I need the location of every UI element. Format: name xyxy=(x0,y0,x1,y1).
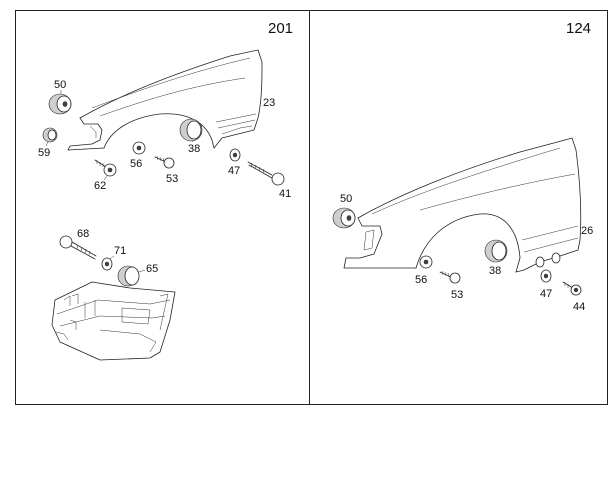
callouts-124: 50 26 38 56 53 47 44 xyxy=(340,193,593,313)
bolt-68 xyxy=(59,235,97,260)
rubber-buffer-50 xyxy=(332,207,356,229)
screw-44 xyxy=(562,281,582,296)
callout-label: 71 xyxy=(114,245,126,257)
callout-label: 50 xyxy=(54,79,66,91)
front-bumper-section xyxy=(51,281,176,361)
screw-62 xyxy=(94,159,117,177)
callout-label: 23 xyxy=(263,97,275,109)
washer-47 xyxy=(229,148,241,162)
callout-label: 62 xyxy=(94,180,106,192)
callout-label: 38 xyxy=(489,265,501,277)
buffer-65 xyxy=(117,265,140,287)
callout-label: 47 xyxy=(540,288,552,300)
callout-label: 68 xyxy=(77,228,89,240)
panel-model-label: 124 xyxy=(566,20,591,37)
callout-label: 59 xyxy=(38,147,50,159)
callout-label: 47 xyxy=(228,165,240,177)
grommet-59 xyxy=(42,127,58,143)
callout-label: 65 xyxy=(146,263,158,275)
diagram-frame xyxy=(15,10,608,405)
screw-53 xyxy=(439,270,461,284)
callout-label: 26 xyxy=(581,225,593,237)
callout-label: 56 xyxy=(415,274,427,286)
callout-label: 53 xyxy=(451,289,463,301)
callouts-201: 50 59 23 38 56 53 47 41 62 68 71 65 xyxy=(38,79,291,275)
bolt-41 xyxy=(247,161,285,186)
callout-label: 50 xyxy=(340,193,352,205)
front-fender-26 xyxy=(343,137,582,273)
buffer-38 xyxy=(484,239,508,263)
callout-label: 41 xyxy=(279,188,291,200)
front-fender-23 xyxy=(67,49,263,151)
callout-label: 38 xyxy=(188,143,200,155)
washer-56 xyxy=(132,141,146,155)
washer-71 xyxy=(101,257,113,271)
panel-201: 201 xyxy=(38,20,293,361)
panel-model-label: 201 xyxy=(268,20,293,37)
buffer-38 xyxy=(179,118,203,142)
washer-56 xyxy=(419,255,433,269)
screw-53 xyxy=(154,155,175,169)
washer-47 xyxy=(540,269,552,283)
callout-label: 44 xyxy=(573,301,585,313)
rubber-buffer-50 xyxy=(48,93,72,115)
panel-124: 124 xyxy=(332,20,593,313)
callout-label: 56 xyxy=(130,158,142,170)
callout-label: 53 xyxy=(166,173,178,185)
